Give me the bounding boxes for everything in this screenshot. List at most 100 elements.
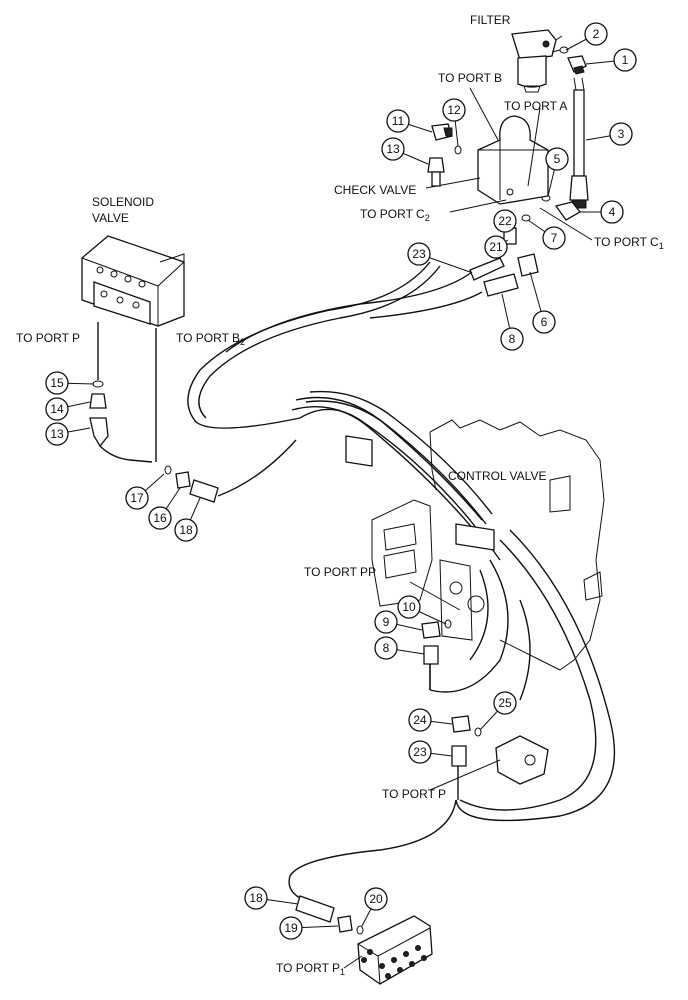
callout-circle bbox=[364, 887, 388, 911]
callout-circle bbox=[408, 740, 432, 764]
callout-22: 22 bbox=[493, 209, 517, 233]
check-valve-block bbox=[477, 115, 549, 205]
label-check-valve: CHECK VALVE bbox=[334, 183, 416, 197]
port-p-valve bbox=[495, 735, 549, 785]
callout-bubbles: 1234567811121321222315141317161810982524… bbox=[45, 22, 637, 940]
callout-25: 25 bbox=[479, 691, 517, 731]
callout-circle bbox=[45, 422, 69, 446]
label-to-port-p-left: TO PORT P bbox=[16, 331, 80, 345]
callout-circle bbox=[493, 209, 517, 233]
fitting-14 bbox=[89, 393, 107, 409]
callout-circle bbox=[279, 916, 303, 940]
fitting-19 bbox=[337, 915, 353, 933]
callout-number: 1 bbox=[622, 53, 629, 67]
callout-number: 8 bbox=[509, 332, 516, 346]
callout-23: 23 bbox=[407, 242, 471, 273]
label-to-port-c2: TO PORT C2 bbox=[360, 207, 430, 223]
callout-19: 19 bbox=[279, 916, 339, 940]
callout-number: 23 bbox=[412, 247, 426, 261]
fitting-9 bbox=[421, 621, 441, 639]
callout-number: 8 bbox=[383, 641, 390, 655]
callout-circle bbox=[408, 708, 432, 732]
fitting-16 bbox=[175, 471, 191, 489]
callout-number: 6 bbox=[541, 315, 548, 329]
callout-7: 7 bbox=[527, 219, 566, 250]
callout-number: 12 bbox=[447, 103, 461, 117]
callout-number: 20 bbox=[369, 892, 383, 906]
callout-number: 14 bbox=[50, 402, 64, 416]
hose-to-p1 bbox=[288, 799, 457, 899]
leader-to-port-a bbox=[527, 107, 541, 187]
control-valve bbox=[371, 419, 605, 671]
callout-circle bbox=[381, 137, 405, 161]
leader-to-port-c1 bbox=[539, 207, 593, 241]
callout-circle bbox=[609, 122, 633, 146]
callout-number: 16 bbox=[153, 511, 167, 525]
callout-14: 14 bbox=[45, 397, 91, 421]
callout-number: 3 bbox=[618, 127, 625, 141]
callout-circle bbox=[45, 397, 69, 421]
callout-15: 15 bbox=[45, 371, 95, 395]
callout-number: 22 bbox=[498, 214, 512, 228]
callout-number: 10 bbox=[402, 600, 416, 614]
o-ring-7 bbox=[521, 214, 531, 222]
fitting-1 bbox=[567, 55, 587, 75]
callout-3: 3 bbox=[585, 122, 633, 146]
label-to-port-c1: TO PORT C1 bbox=[594, 235, 664, 251]
hose-end-8-lower bbox=[423, 645, 439, 665]
callout-circle bbox=[125, 486, 149, 510]
callout-4: 4 bbox=[580, 200, 624, 224]
label-control-valve: CONTROL VALVE bbox=[448, 469, 546, 483]
callout-number: 15 bbox=[50, 376, 64, 390]
callout-circle bbox=[386, 109, 410, 133]
fitting-13-upper bbox=[427, 157, 445, 187]
hose-end-23-upper bbox=[469, 257, 505, 281]
fitting-6 bbox=[517, 253, 539, 277]
callout-number: 19 bbox=[284, 921, 298, 935]
callout-number: 9 bbox=[383, 615, 390, 629]
callout-circle bbox=[374, 636, 398, 660]
label-to-port-p1: TO PORT P1 bbox=[276, 961, 345, 977]
callout-number: 11 bbox=[392, 114, 405, 128]
leader-to-port-pp bbox=[409, 581, 461, 611]
o-ring-25 bbox=[474, 727, 482, 737]
callout-circle bbox=[613, 48, 637, 72]
label-to-port-b: TO PORT B bbox=[438, 71, 502, 85]
callout-18: 18 bbox=[244, 886, 299, 910]
callout-circle bbox=[584, 22, 608, 46]
callout-number: 17 bbox=[130, 491, 144, 505]
label-solenoid-line1: SOLENOID bbox=[92, 195, 154, 209]
callout-17: 17 bbox=[125, 473, 165, 510]
callout-number: 7 bbox=[551, 231, 558, 245]
callout-24: 24 bbox=[408, 708, 453, 732]
leader-to-port-p-lower bbox=[429, 759, 501, 791]
callout-9: 9 bbox=[374, 610, 423, 634]
callout-number: 18 bbox=[249, 891, 263, 905]
callout-number: 13 bbox=[50, 427, 64, 441]
callout-circle bbox=[600, 200, 624, 224]
callout-number: 2 bbox=[593, 27, 600, 41]
o-ring-15 bbox=[92, 380, 104, 388]
fitting-13-lower bbox=[89, 417, 109, 448]
callout-number: 18 bbox=[179, 523, 193, 537]
callout-2: 2 bbox=[565, 22, 608, 51]
hose-13-to-b2 bbox=[99, 445, 153, 463]
callout-12: 12 bbox=[442, 98, 466, 147]
callout-circle bbox=[442, 98, 466, 122]
hose-end-8-upper bbox=[483, 273, 519, 297]
manifold-block-p1 bbox=[357, 915, 433, 985]
callout-circle bbox=[148, 506, 172, 530]
callout-number: 13 bbox=[386, 142, 400, 156]
callout-11: 11 bbox=[386, 109, 433, 133]
callout-circle bbox=[244, 886, 268, 910]
callout-circle bbox=[174, 518, 198, 542]
callout-5: 5 bbox=[545, 147, 569, 197]
callout-circle bbox=[532, 310, 556, 334]
label-solenoid-line2: VALVE bbox=[92, 211, 129, 225]
callout-circle bbox=[484, 235, 508, 259]
callout-16: 16 bbox=[148, 487, 181, 530]
callout-8: 8 bbox=[500, 293, 524, 351]
hose-end-18-lower bbox=[295, 895, 335, 923]
